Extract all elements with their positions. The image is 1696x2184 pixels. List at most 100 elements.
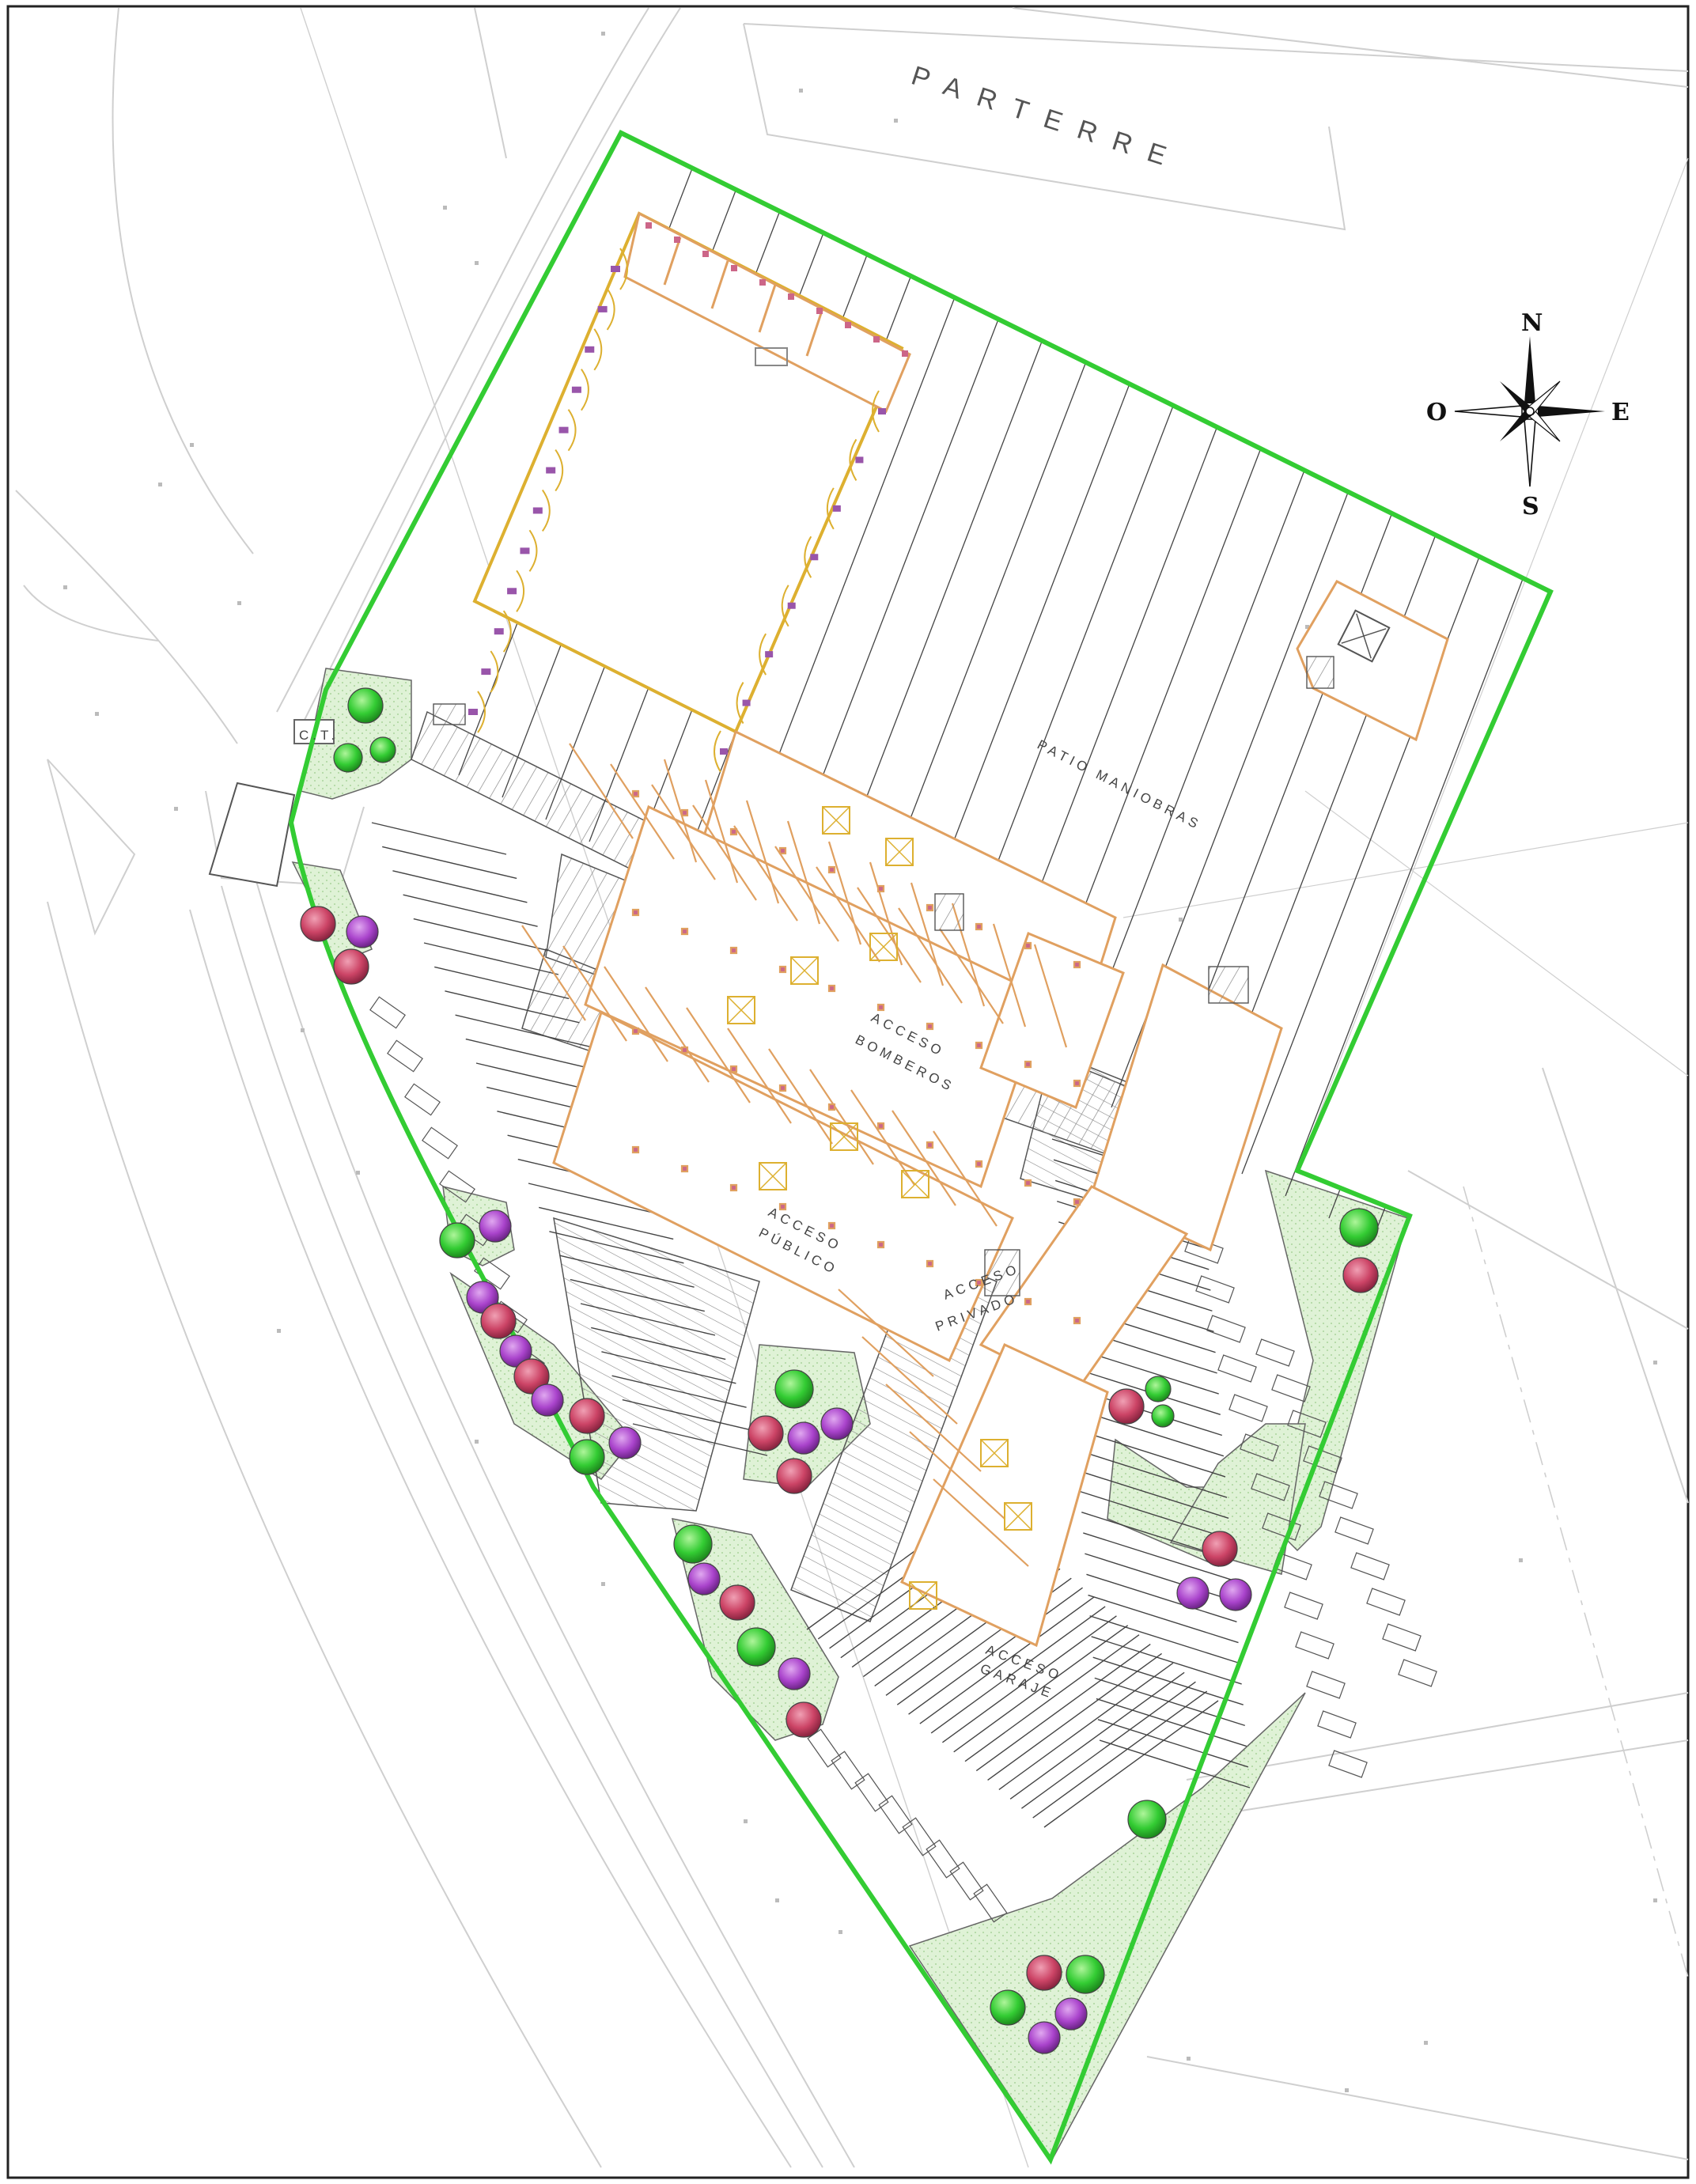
survey-point bbox=[95, 712, 99, 716]
parking-line bbox=[1088, 1594, 1239, 1644]
parking-line bbox=[1043, 1700, 1219, 1828]
survey-point bbox=[237, 601, 241, 605]
column-marker bbox=[778, 965, 787, 974]
door-arc bbox=[490, 650, 499, 693]
tree-green bbox=[774, 1369, 814, 1409]
column-marker bbox=[876, 884, 885, 893]
column-marker bbox=[827, 1221, 836, 1230]
interior-wall bbox=[861, 1336, 958, 1425]
survey-point bbox=[1305, 625, 1309, 629]
tree-purple bbox=[346, 915, 379, 948]
parking-line bbox=[1089, 1615, 1240, 1664]
survey-point bbox=[475, 261, 479, 265]
parking-stall bbox=[1295, 1631, 1334, 1660]
survey-point bbox=[190, 443, 194, 447]
column-marker bbox=[494, 628, 504, 635]
compass-n: N bbox=[1521, 309, 1543, 337]
door-arc bbox=[541, 489, 551, 532]
tree-red bbox=[1202, 1531, 1238, 1567]
parking-stall bbox=[474, 1257, 510, 1290]
parking-line bbox=[611, 1375, 747, 1408]
tree-green bbox=[333, 743, 363, 773]
parking-stall bbox=[439, 1170, 475, 1203]
parking-line bbox=[601, 1351, 736, 1384]
column-marker bbox=[1024, 1179, 1032, 1187]
tree-red bbox=[333, 948, 369, 985]
interior-wall bbox=[885, 1383, 982, 1472]
interior-wall bbox=[892, 1110, 956, 1206]
guard-building bbox=[1296, 580, 1449, 742]
tree-green bbox=[1145, 1376, 1172, 1402]
parking-line bbox=[908, 1587, 1083, 1715]
column-marker bbox=[520, 547, 530, 555]
column-marker bbox=[1024, 1297, 1032, 1306]
parking-stall bbox=[973, 1883, 1008, 1923]
column-marker bbox=[778, 1084, 787, 1092]
interior-wall bbox=[727, 1028, 792, 1124]
parking-line bbox=[942, 1615, 1117, 1743]
tree-green bbox=[369, 736, 396, 763]
parking-stall bbox=[1228, 1394, 1268, 1422]
survey-points bbox=[63, 32, 1657, 2092]
service-core bbox=[790, 956, 819, 985]
column-marker bbox=[611, 266, 620, 272]
interior-wall bbox=[933, 1130, 998, 1227]
parking-stall bbox=[831, 1751, 865, 1790]
parking-line bbox=[1021, 1681, 1196, 1809]
interior-wall bbox=[521, 925, 586, 1021]
survey-point bbox=[1179, 918, 1183, 922]
parking-stall bbox=[369, 996, 406, 1029]
tree-red bbox=[300, 906, 336, 942]
column-marker bbox=[926, 903, 934, 912]
door-arc bbox=[849, 438, 857, 481]
parking-stall bbox=[1240, 1433, 1279, 1462]
column-marker bbox=[975, 1160, 983, 1168]
parking-line bbox=[1074, 1429, 1226, 1478]
survey-point bbox=[301, 1028, 305, 1032]
column-marker bbox=[680, 808, 689, 817]
parking-line bbox=[465, 1038, 600, 1072]
tree-red bbox=[719, 1584, 755, 1621]
door-arc bbox=[619, 248, 628, 290]
survey-point bbox=[799, 89, 803, 93]
parking-stall bbox=[1284, 1592, 1323, 1620]
survey-point bbox=[839, 1930, 842, 1934]
interior-wall bbox=[857, 887, 922, 983]
parking-line bbox=[403, 894, 538, 927]
parking-stall bbox=[1271, 1374, 1311, 1402]
tree-purple bbox=[778, 1657, 811, 1690]
tree-purple bbox=[479, 1209, 512, 1243]
survey-point bbox=[1519, 1558, 1523, 1562]
interior-wall bbox=[651, 784, 716, 880]
column-marker bbox=[585, 346, 595, 353]
service-core bbox=[822, 806, 850, 835]
tree-green bbox=[673, 1524, 713, 1564]
parking-line bbox=[549, 1231, 684, 1264]
survey-point bbox=[775, 1898, 779, 1902]
column-marker bbox=[680, 1164, 689, 1173]
parking-line bbox=[580, 1303, 716, 1336]
parking-line bbox=[1083, 1532, 1234, 1581]
north-arrow-icon: N S E O bbox=[1426, 309, 1630, 520]
door-arc bbox=[714, 730, 721, 773]
service-core-x bbox=[980, 1439, 1009, 1467]
interior-wall bbox=[909, 1431, 1005, 1520]
tree-green bbox=[736, 1627, 776, 1667]
column-marker bbox=[532, 507, 543, 514]
parking-stall bbox=[926, 1839, 960, 1879]
interior-wall bbox=[733, 825, 798, 922]
tree-green bbox=[1066, 1955, 1105, 1994]
survey-point bbox=[174, 807, 178, 811]
survey-point bbox=[1653, 1898, 1657, 1902]
service-core bbox=[869, 933, 898, 961]
parking-stall bbox=[1255, 1338, 1295, 1367]
column-marker bbox=[816, 308, 823, 314]
door-arc bbox=[555, 449, 564, 492]
interior-wall bbox=[768, 1048, 833, 1145]
interior-wall bbox=[686, 1007, 751, 1103]
column-marker bbox=[778, 846, 787, 855]
tree-purple bbox=[820, 1407, 854, 1440]
interior-wall bbox=[786, 820, 821, 925]
survey-point bbox=[1345, 2088, 1349, 2092]
door-arc bbox=[804, 536, 812, 578]
